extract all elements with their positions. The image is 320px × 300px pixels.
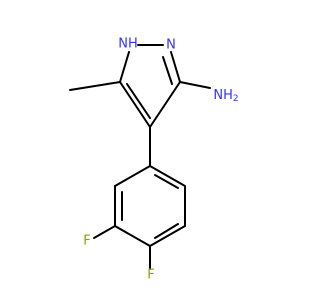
bond-n2-c3-double bbox=[162, 56, 173, 85]
bond-c5-methyl bbox=[69, 81, 121, 91]
atom-label-nh2: NH2 bbox=[213, 88, 238, 105]
bond-ph1-ph2 bbox=[114, 165, 151, 187]
bond-ph3-f bbox=[93, 225, 116, 239]
atom-label-f-right: F bbox=[147, 268, 154, 283]
atom-label-n: N bbox=[166, 38, 176, 53]
atom-label-nh: NH bbox=[118, 37, 138, 52]
bond-c3-nh2 bbox=[179, 81, 211, 89]
bond-c4-c5-double bbox=[126, 83, 151, 119]
bond-ph-inner-3 bbox=[154, 174, 179, 189]
bond-n2-c3 bbox=[170, 51, 181, 83]
bond-ph-inner-2 bbox=[154, 223, 179, 239]
bond-ph4-ph5 bbox=[149, 225, 186, 247]
molecule-structure: NH N NH2 F F bbox=[69, 36, 239, 283]
bond-c4-c5 bbox=[119, 81, 151, 128]
atom-label-nh2-main: NH bbox=[213, 88, 233, 103]
bond-ph3-ph4 bbox=[114, 225, 151, 247]
bond-ph6-ph1 bbox=[149, 165, 186, 187]
bond-c5-n1 bbox=[119, 51, 130, 83]
bond-c3-c4 bbox=[149, 81, 181, 128]
atom-label-f-left: F bbox=[83, 234, 90, 249]
atom-label-nh2-subscript: 2 bbox=[233, 94, 239, 104]
